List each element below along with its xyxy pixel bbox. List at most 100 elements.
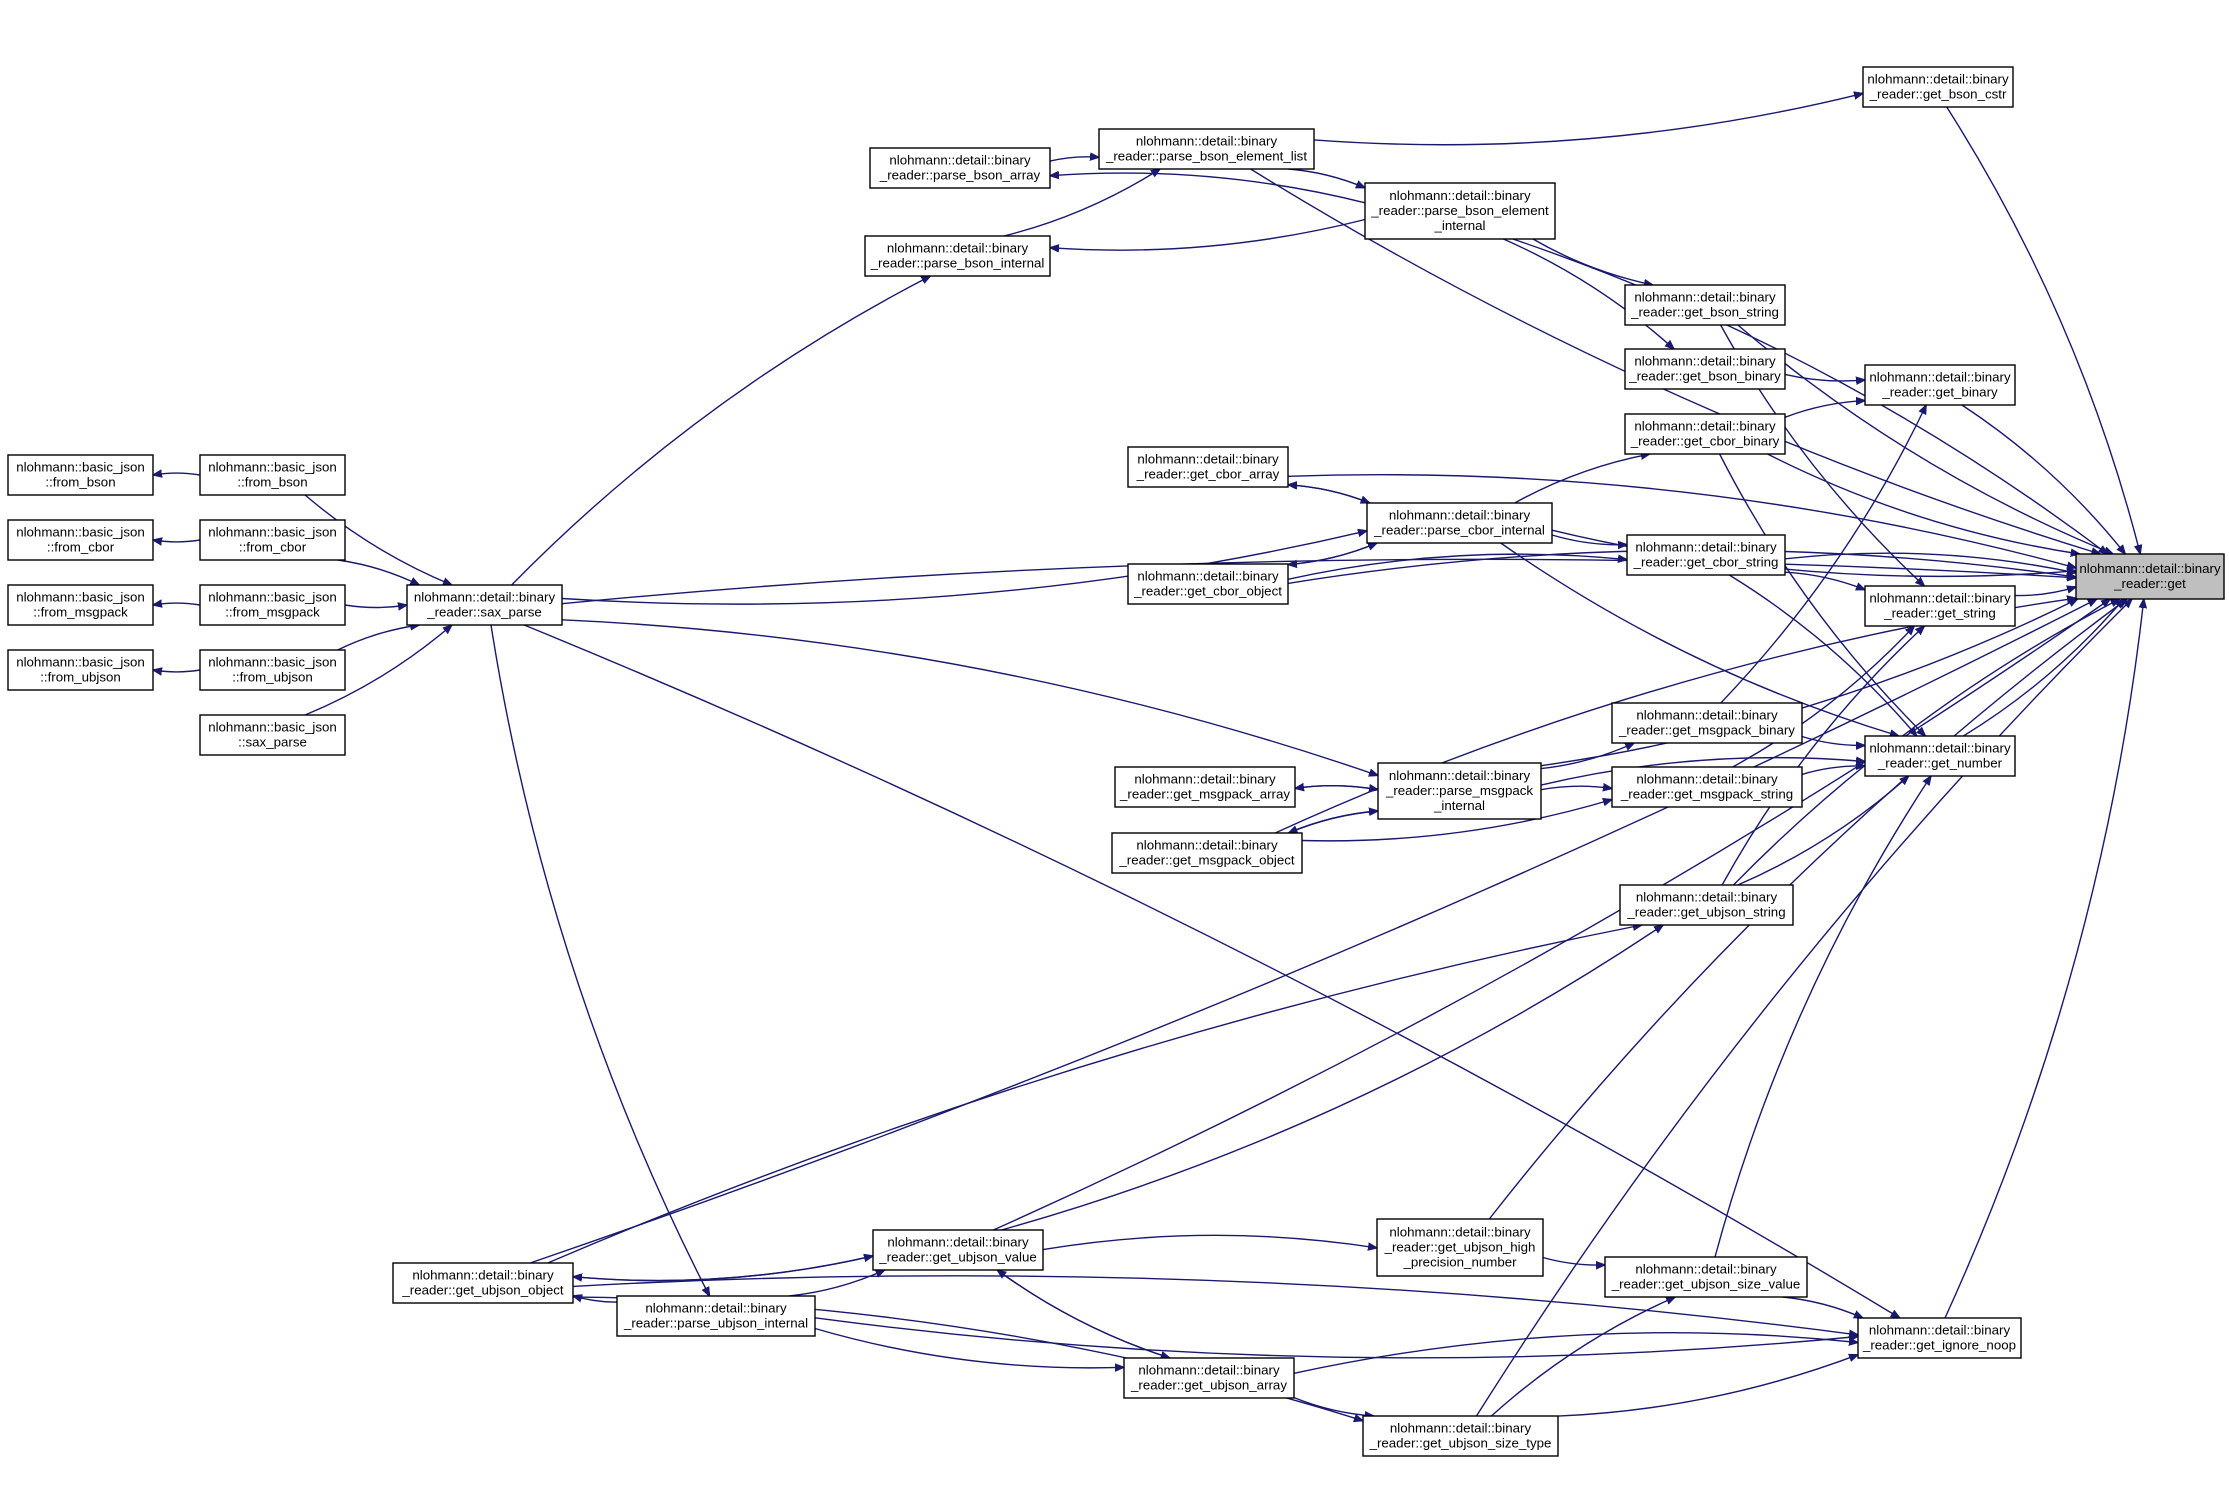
node-label-line: _reader::parse_msgpack [1385, 783, 1533, 798]
node-label-line: nlohmann::detail::binary [1867, 72, 2009, 87]
node-bj-from-msgpack[interactable]: nlohmann::basic_json::from_msgpack [7, 584, 154, 626]
node-label-line: ::sax_parse [238, 735, 307, 750]
edge-parse_bson_element_list-to-parse_bson_element_internal [1288, 168, 1365, 188]
edge-path [1532, 238, 1653, 285]
node-sax-parse[interactable]: nlohmann::detail::binary_reader::sax_par… [406, 584, 563, 626]
edge-path [1042, 1234, 1377, 1249]
edge-get_msgpack_object-to-parse_msgpack_internal [1288, 811, 1379, 834]
edge-parse_cbor_internal-to-get_cbor_array [1288, 485, 1370, 504]
node-get-ubjson-string[interactable]: nlohmann::detail::binary_reader::get_ubj… [1619, 884, 1794, 926]
node-parse-cbor-internal[interactable]: nlohmann::detail::binary_reader::parse_c… [1366, 502, 1553, 544]
edge-bj_from_ubjson2-to-bj_from_ubjson [153, 670, 201, 672]
node-get-string[interactable]: nlohmann::detail::binary_reader::get_str… [1864, 585, 2016, 627]
node-box [1114, 766, 1296, 808]
edge-get_cbor_binary-to-get [1767, 453, 2080, 554]
node-parse-bson-internal[interactable]: nlohmann::detail::binary_reader::parse_b… [864, 235, 1051, 277]
node-box [406, 584, 563, 626]
edge-get_number-to-get [1963, 599, 2123, 737]
edge-get_ubjson_array-to-get_ubjson_value [997, 1270, 1171, 1359]
node-label-line: nlohmann::detail::binary [1869, 370, 2011, 385]
node-get-ubjson-array[interactable]: nlohmann::detail::binary_reader::get_ubj… [1123, 1357, 1295, 1399]
edge-path [1551, 534, 1627, 545]
node-get-binary[interactable]: nlohmann::detail::binary_reader::get_bin… [1864, 364, 2016, 406]
node-parse-msgpack-internal[interactable]: nlohmann::detail::binary_reader::parse_m… [1377, 762, 1542, 820]
node-label-line: nlohmann::detail::binary [1869, 741, 2011, 756]
node-get-ubjson-size-type[interactable]: nlohmann::detail::binary_reader::get_ubj… [1362, 1415, 1559, 1457]
node-parse-ubjson-internal[interactable]: nlohmann::detail::binary_reader::parse_u… [616, 1295, 816, 1337]
node-get-number[interactable]: nlohmann::detail::binary_reader::get_num… [1864, 735, 2016, 777]
node-label-line: _reader::get_ubjson_object [401, 1283, 563, 1298]
edge-parse_bson_array-to-parse_bson_element_list [1049, 157, 1099, 162]
edge-path [1557, 1355, 1858, 1417]
node-parse-bson-element-list[interactable]: nlohmann::detail::binary_reader::parse_b… [1098, 128, 1315, 170]
edge-path [1963, 599, 2123, 737]
node-label-line: nlohmann::detail::binary [1389, 768, 1531, 783]
node-box [1611, 702, 1803, 744]
node-get-ubjson-object[interactable]: nlohmann::detail::binary_reader::get_ubj… [392, 1262, 574, 1304]
node-parse-bson-array[interactable]: nlohmann::detail::binary_reader::parse_b… [869, 147, 1051, 189]
node-get-msgpack-array[interactable]: nlohmann::detail::binary_reader::get_msg… [1114, 766, 1296, 808]
node-label-line: ::from_ubjson [232, 670, 313, 685]
edge-get_cbor_binary-to-get_number [1718, 453, 1926, 736]
edge-path [1293, 1396, 1374, 1416]
node-label-line: nlohmann::basic_json [208, 655, 337, 670]
edge-path [1540, 599, 2078, 767]
node-get-msgpack-binary[interactable]: nlohmann::detail::binary_reader::get_msg… [1611, 702, 1803, 744]
edge-path [1293, 1332, 1858, 1374]
node-bj-sax-parse[interactable]: nlohmann::basic_json::sax_parse [199, 714, 346, 756]
node-box [1364, 182, 1556, 240]
node-bj-from-msgpack2[interactable]: nlohmann::basic_json::from_msgpack [199, 584, 346, 626]
edge-get_ubjson_value-to-get_ubjson_string [1001, 925, 1663, 1231]
edge-parse_bson_internal-to-parse_bson_element_list [1003, 169, 1160, 237]
node-get-bson-cstr[interactable]: nlohmann::detail::binary_reader::get_bso… [1862, 66, 2014, 108]
node-parse-bson-element-internal[interactable]: nlohmann::detail::binary_reader::parse_b… [1364, 182, 1556, 240]
node-get-cbor-object[interactable]: nlohmann::detail::binary_reader::get_cbo… [1127, 563, 1289, 605]
node-get-cbor-string[interactable]: nlohmann::detail::binary_reader::get_cbo… [1626, 534, 1786, 576]
node-bj-from-bson2[interactable]: nlohmann::basic_json::from_bson [199, 454, 346, 496]
node-get-ubjson-size-value[interactable]: nlohmann::detail::binary_reader::get_ubj… [1604, 1256, 1808, 1298]
node-get-cbor-binary[interactable]: nlohmann::detail::binary_reader::get_cbo… [1624, 413, 1786, 455]
edge-sax_parse-to-parse_msgpack_internal [561, 619, 1378, 776]
node-box [1376, 1218, 1544, 1277]
node-box [199, 649, 346, 691]
node-label-line: _internal [1433, 798, 1485, 813]
edge-path [1782, 1296, 1863, 1318]
node-box [1864, 364, 2016, 406]
node-box [1123, 1357, 1295, 1399]
edge-get_ubjson_size_value-to-get_ignore_noop [1782, 1296, 1863, 1318]
edge-bj_from_cbor2-to-bj_from_cbor [153, 540, 201, 542]
node-get-ignore-noop[interactable]: nlohmann::detail::binary_reader::get_ign… [1857, 1317, 2022, 1359]
node-get-msgpack-string[interactable]: nlohmann::detail::binary_reader::get_msg… [1611, 766, 1803, 808]
node-get[interactable]: nlohmann::detail::binary_reader::get [2075, 553, 2225, 600]
node-bj-from-cbor[interactable]: nlohmann::basic_json::from_cbor [7, 519, 154, 561]
node-get-ubjson-value[interactable]: nlohmann::detail::binary_reader::get_ubj… [872, 1229, 1044, 1271]
node-get-bson-binary[interactable]: nlohmann::detail::binary_reader::get_bso… [1624, 348, 1786, 390]
edge-path [1720, 405, 1926, 704]
node-label-line: _internal [1433, 218, 1485, 233]
node-bj-from-ubjson[interactable]: nlohmann::basic_json::from_ubjson [7, 649, 154, 691]
node-label-line: nlohmann::detail::binary [1136, 134, 1278, 149]
edge-path [997, 1270, 1171, 1359]
edge-path [1288, 485, 1370, 504]
nodes: nlohmann::detail::binary_reader::getnloh… [7, 66, 2225, 1457]
edge-sax_parse-to-parse_bson_internal [511, 276, 931, 586]
node-label-line: _reader::get_msgpack_string [1620, 787, 1793, 802]
edge-get_ignore_noop-to-get [1944, 599, 2144, 1319]
node-get-msgpack-object[interactable]: nlohmann::detail::binary_reader::get_msg… [1111, 832, 1303, 874]
node-label-line: _reader::sax_parse [426, 605, 542, 620]
edge-path [1050, 173, 1366, 204]
node-box [864, 235, 1051, 277]
edge-parse_bson_element_list-to-get_bson_cstr [1313, 93, 1863, 146]
node-get-cbor-array[interactable]: nlohmann::detail::binary_reader::get_cbo… [1127, 446, 1289, 488]
node-get-bson-string[interactable]: nlohmann::detail::binary_reader::get_bso… [1624, 284, 1786, 326]
edge-path [1784, 401, 1865, 418]
edge-get_ubjson_object-to-get_ignore_noop [572, 1275, 1858, 1335]
node-label-line: _reader::get_ignore_noop [1862, 1338, 2016, 1353]
node-bj-from-bson[interactable]: nlohmann::basic_json::from_bson [7, 454, 154, 496]
node-label-line: ::from_msgpack [225, 605, 320, 620]
node-bj-from-cbor2[interactable]: nlohmann::basic_json::from_cbor [199, 519, 346, 561]
edge-path [789, 1270, 884, 1297]
node-get-ubjson-high-precision-number[interactable]: nlohmann::detail::binary_reader::get_ubj… [1376, 1218, 1544, 1277]
node-bj-from-ubjson2[interactable]: nlohmann::basic_json::from_ubjson [199, 649, 346, 691]
node-label-line: nlohmann::detail::binary [645, 1301, 787, 1316]
